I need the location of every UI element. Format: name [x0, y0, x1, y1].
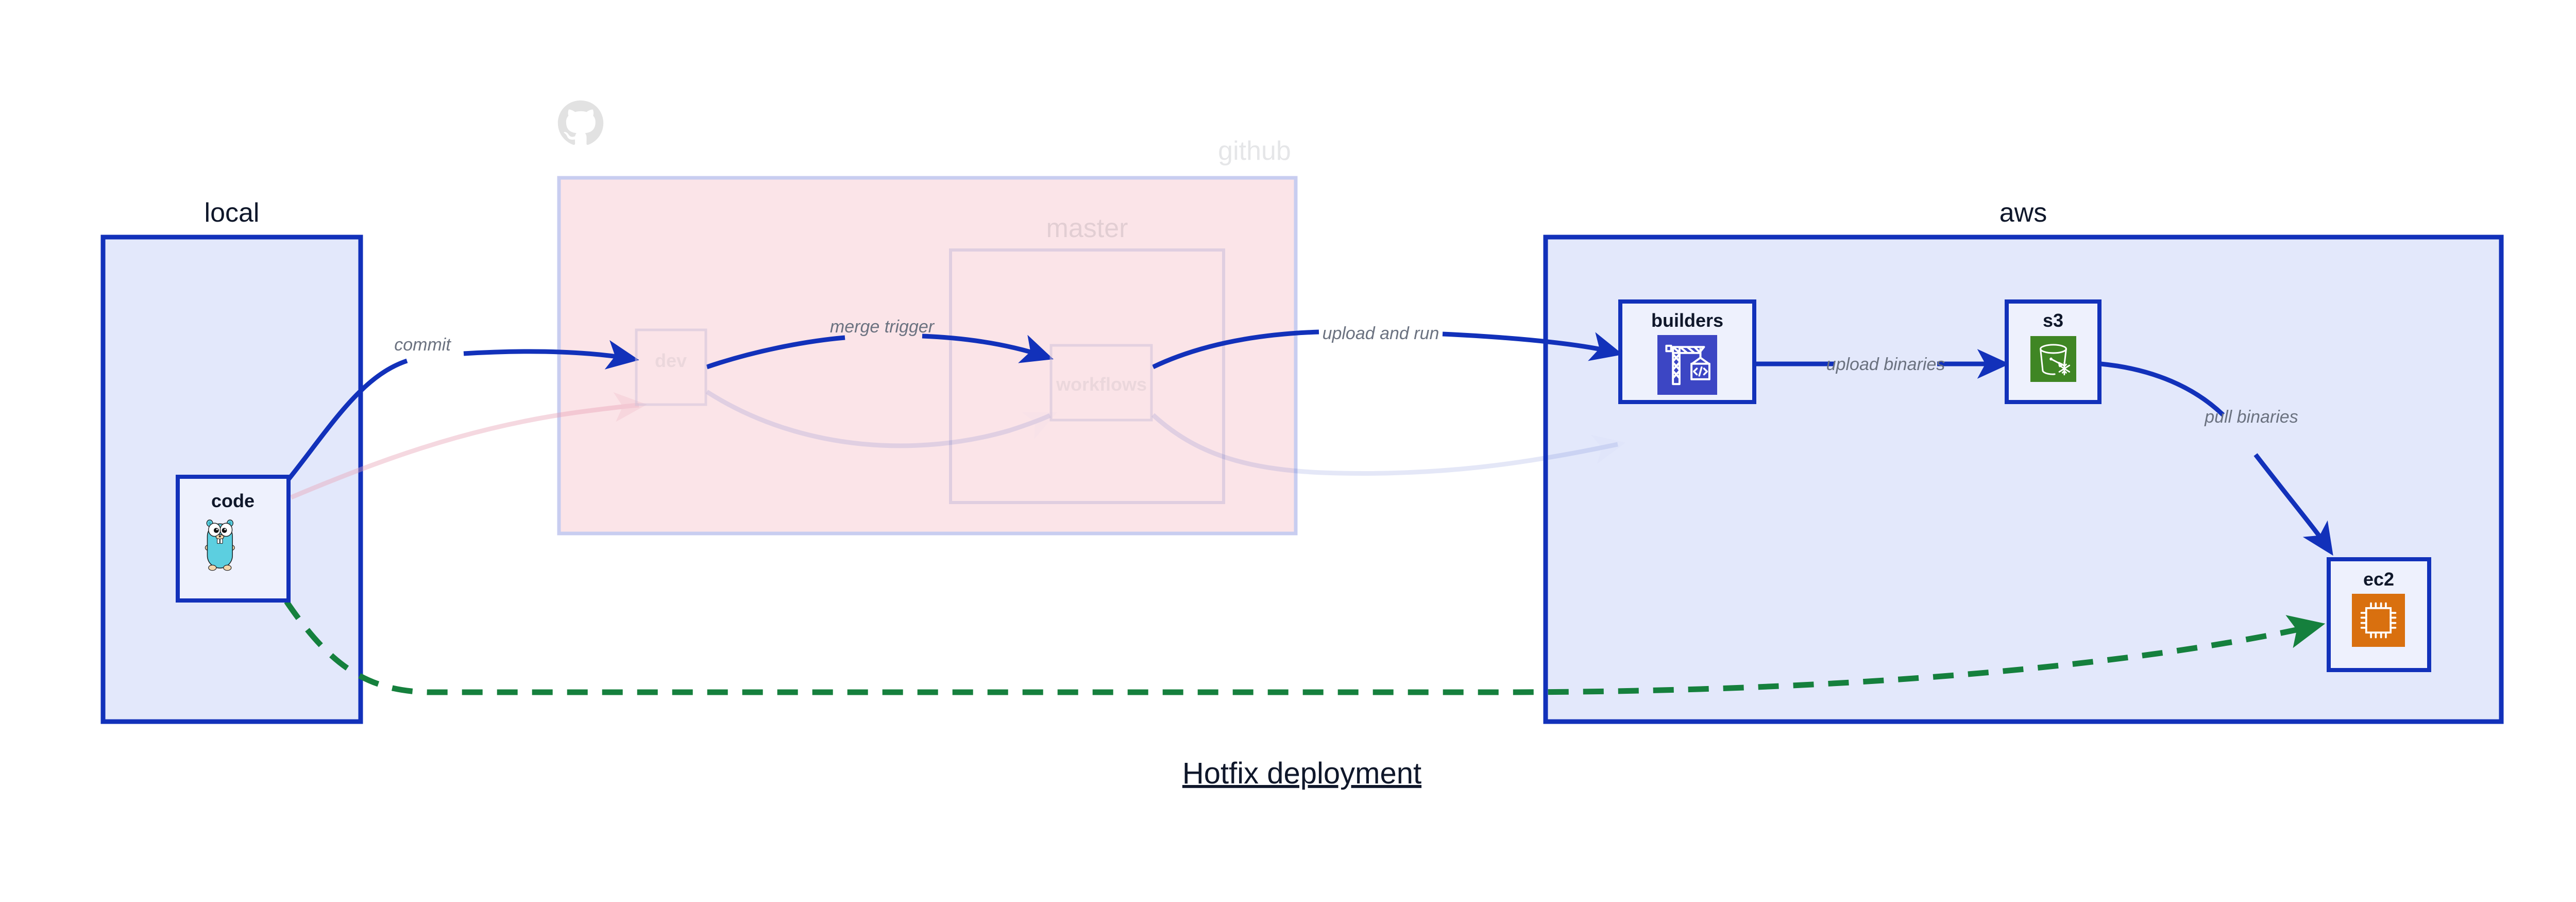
edge-label-commit: commit	[394, 335, 451, 355]
aws-ec2-chip-icon	[2351, 593, 2406, 648]
edge-label-upload-binaries: upload binaries	[1826, 355, 1945, 374]
node-label-s3: s3	[2043, 310, 2063, 331]
go-gopher-icon	[205, 519, 235, 571]
edge-upload-and-run-head	[1442, 331, 1623, 361]
group-label-github: github	[1218, 136, 1291, 166]
edge-pull-binaries-tail	[2100, 361, 2225, 417]
node-ec2[interactable]: ec2	[2327, 557, 2431, 672]
edge-merge-trigger-tail	[706, 335, 845, 370]
node-label-code: code	[211, 490, 255, 511]
node-label-ec2: ec2	[2363, 569, 2394, 590]
edge-commit-head	[463, 340, 639, 370]
faded-edge-dev-to-workflows	[705, 390, 1058, 448]
edge-hotfix-direct	[284, 599, 2326, 695]
faded-edge-workflows-to-builders	[1151, 413, 1626, 476]
aws-codebuild-crane-icon	[1656, 334, 1718, 396]
node-code[interactable]: code	[176, 475, 291, 603]
group-label-aws: aws	[1999, 198, 2047, 228]
diagram-caption: Hotfix deployment	[1182, 757, 1421, 790]
edge-upload-and-run-tail	[1152, 329, 1319, 370]
aws-s3-bucket-icon	[2029, 335, 2077, 383]
node-label-workflows: workflows	[1056, 374, 1147, 395]
node-builders[interactable]: builders	[1618, 299, 1756, 404]
edge-commit-tail	[286, 358, 408, 481]
group-label-master: master	[1046, 213, 1128, 243]
group-label-local: local	[205, 198, 260, 228]
node-dev[interactable]: dev	[635, 328, 707, 406]
group-master[interactable]: master	[949, 213, 1225, 504]
edge-pull-binaries-head	[2253, 453, 2333, 556]
node-workflows[interactable]: workflows	[1049, 344, 1153, 422]
github-octocat-icon	[557, 100, 604, 145]
edge-label-merge-trigger: merge trigger	[830, 317, 935, 337]
edge-label-pull-binaries: pull binaries	[2204, 407, 2298, 427]
node-label-dev: dev	[655, 350, 687, 371]
node-s3[interactable]: s3	[2005, 299, 2102, 404]
group-github[interactable]: github	[557, 100, 1298, 536]
edge-merge-trigger-head	[922, 333, 1054, 363]
faded-edge-code-to-dev	[290, 392, 647, 500]
node-label-builders: builders	[1651, 310, 1723, 331]
edge-label-upload-and-run: upload and run	[1323, 324, 1439, 343]
